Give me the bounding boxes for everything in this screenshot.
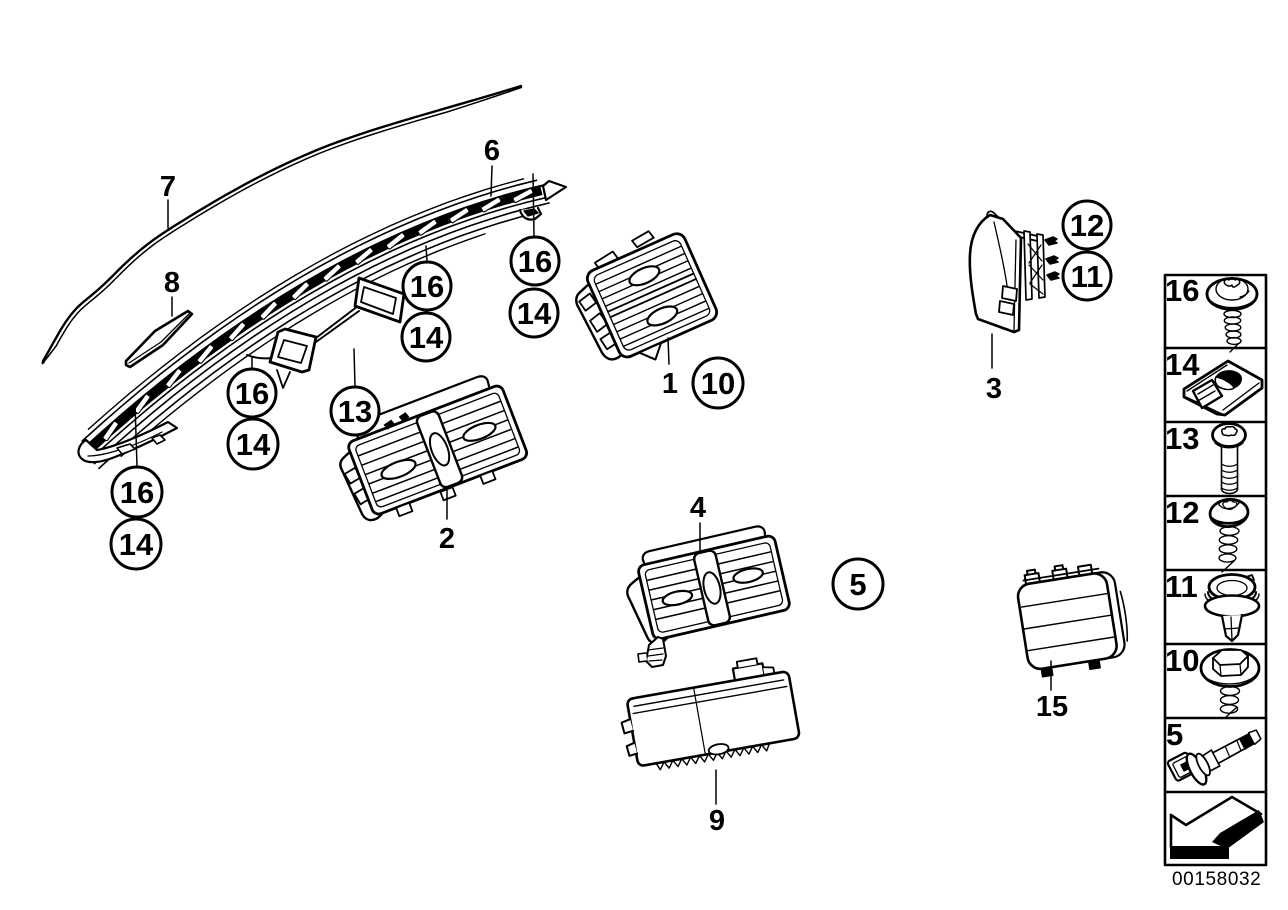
svg-text:16: 16 — [518, 244, 552, 279]
svg-text:9: 9 — [709, 805, 725, 837]
svg-text:10: 10 — [1165, 643, 1199, 678]
svg-text:8: 8 — [164, 267, 180, 299]
svg-text:14: 14 — [119, 527, 154, 562]
svg-text:11: 11 — [1165, 569, 1198, 604]
svg-text:5: 5 — [849, 567, 866, 602]
svg-text:5: 5 — [1166, 717, 1183, 752]
svg-text:15: 15 — [1036, 691, 1068, 723]
svg-text:13: 13 — [338, 394, 372, 429]
svg-text:11: 11 — [1071, 259, 1104, 294]
svg-text:6: 6 — [484, 135, 500, 167]
svg-text:13: 13 — [1165, 421, 1199, 456]
svg-text:14: 14 — [1165, 347, 1200, 382]
svg-text:2: 2 — [439, 523, 455, 555]
svg-text:10: 10 — [701, 366, 735, 401]
svg-text:14: 14 — [409, 320, 444, 355]
svg-text:14: 14 — [517, 296, 552, 331]
svg-text:14: 14 — [236, 427, 271, 462]
svg-text:3: 3 — [986, 373, 1002, 405]
svg-text:16: 16 — [120, 475, 154, 510]
svg-text:7: 7 — [160, 171, 176, 203]
svg-text:16: 16 — [410, 269, 444, 304]
svg-text:12: 12 — [1165, 495, 1199, 530]
svg-text:16: 16 — [1165, 273, 1199, 308]
svg-text:4: 4 — [690, 492, 706, 524]
svg-text:12: 12 — [1070, 208, 1104, 243]
svg-text:00158032: 00158032 — [1172, 869, 1261, 890]
svg-text:1: 1 — [662, 368, 678, 400]
svg-text:16: 16 — [235, 376, 269, 411]
